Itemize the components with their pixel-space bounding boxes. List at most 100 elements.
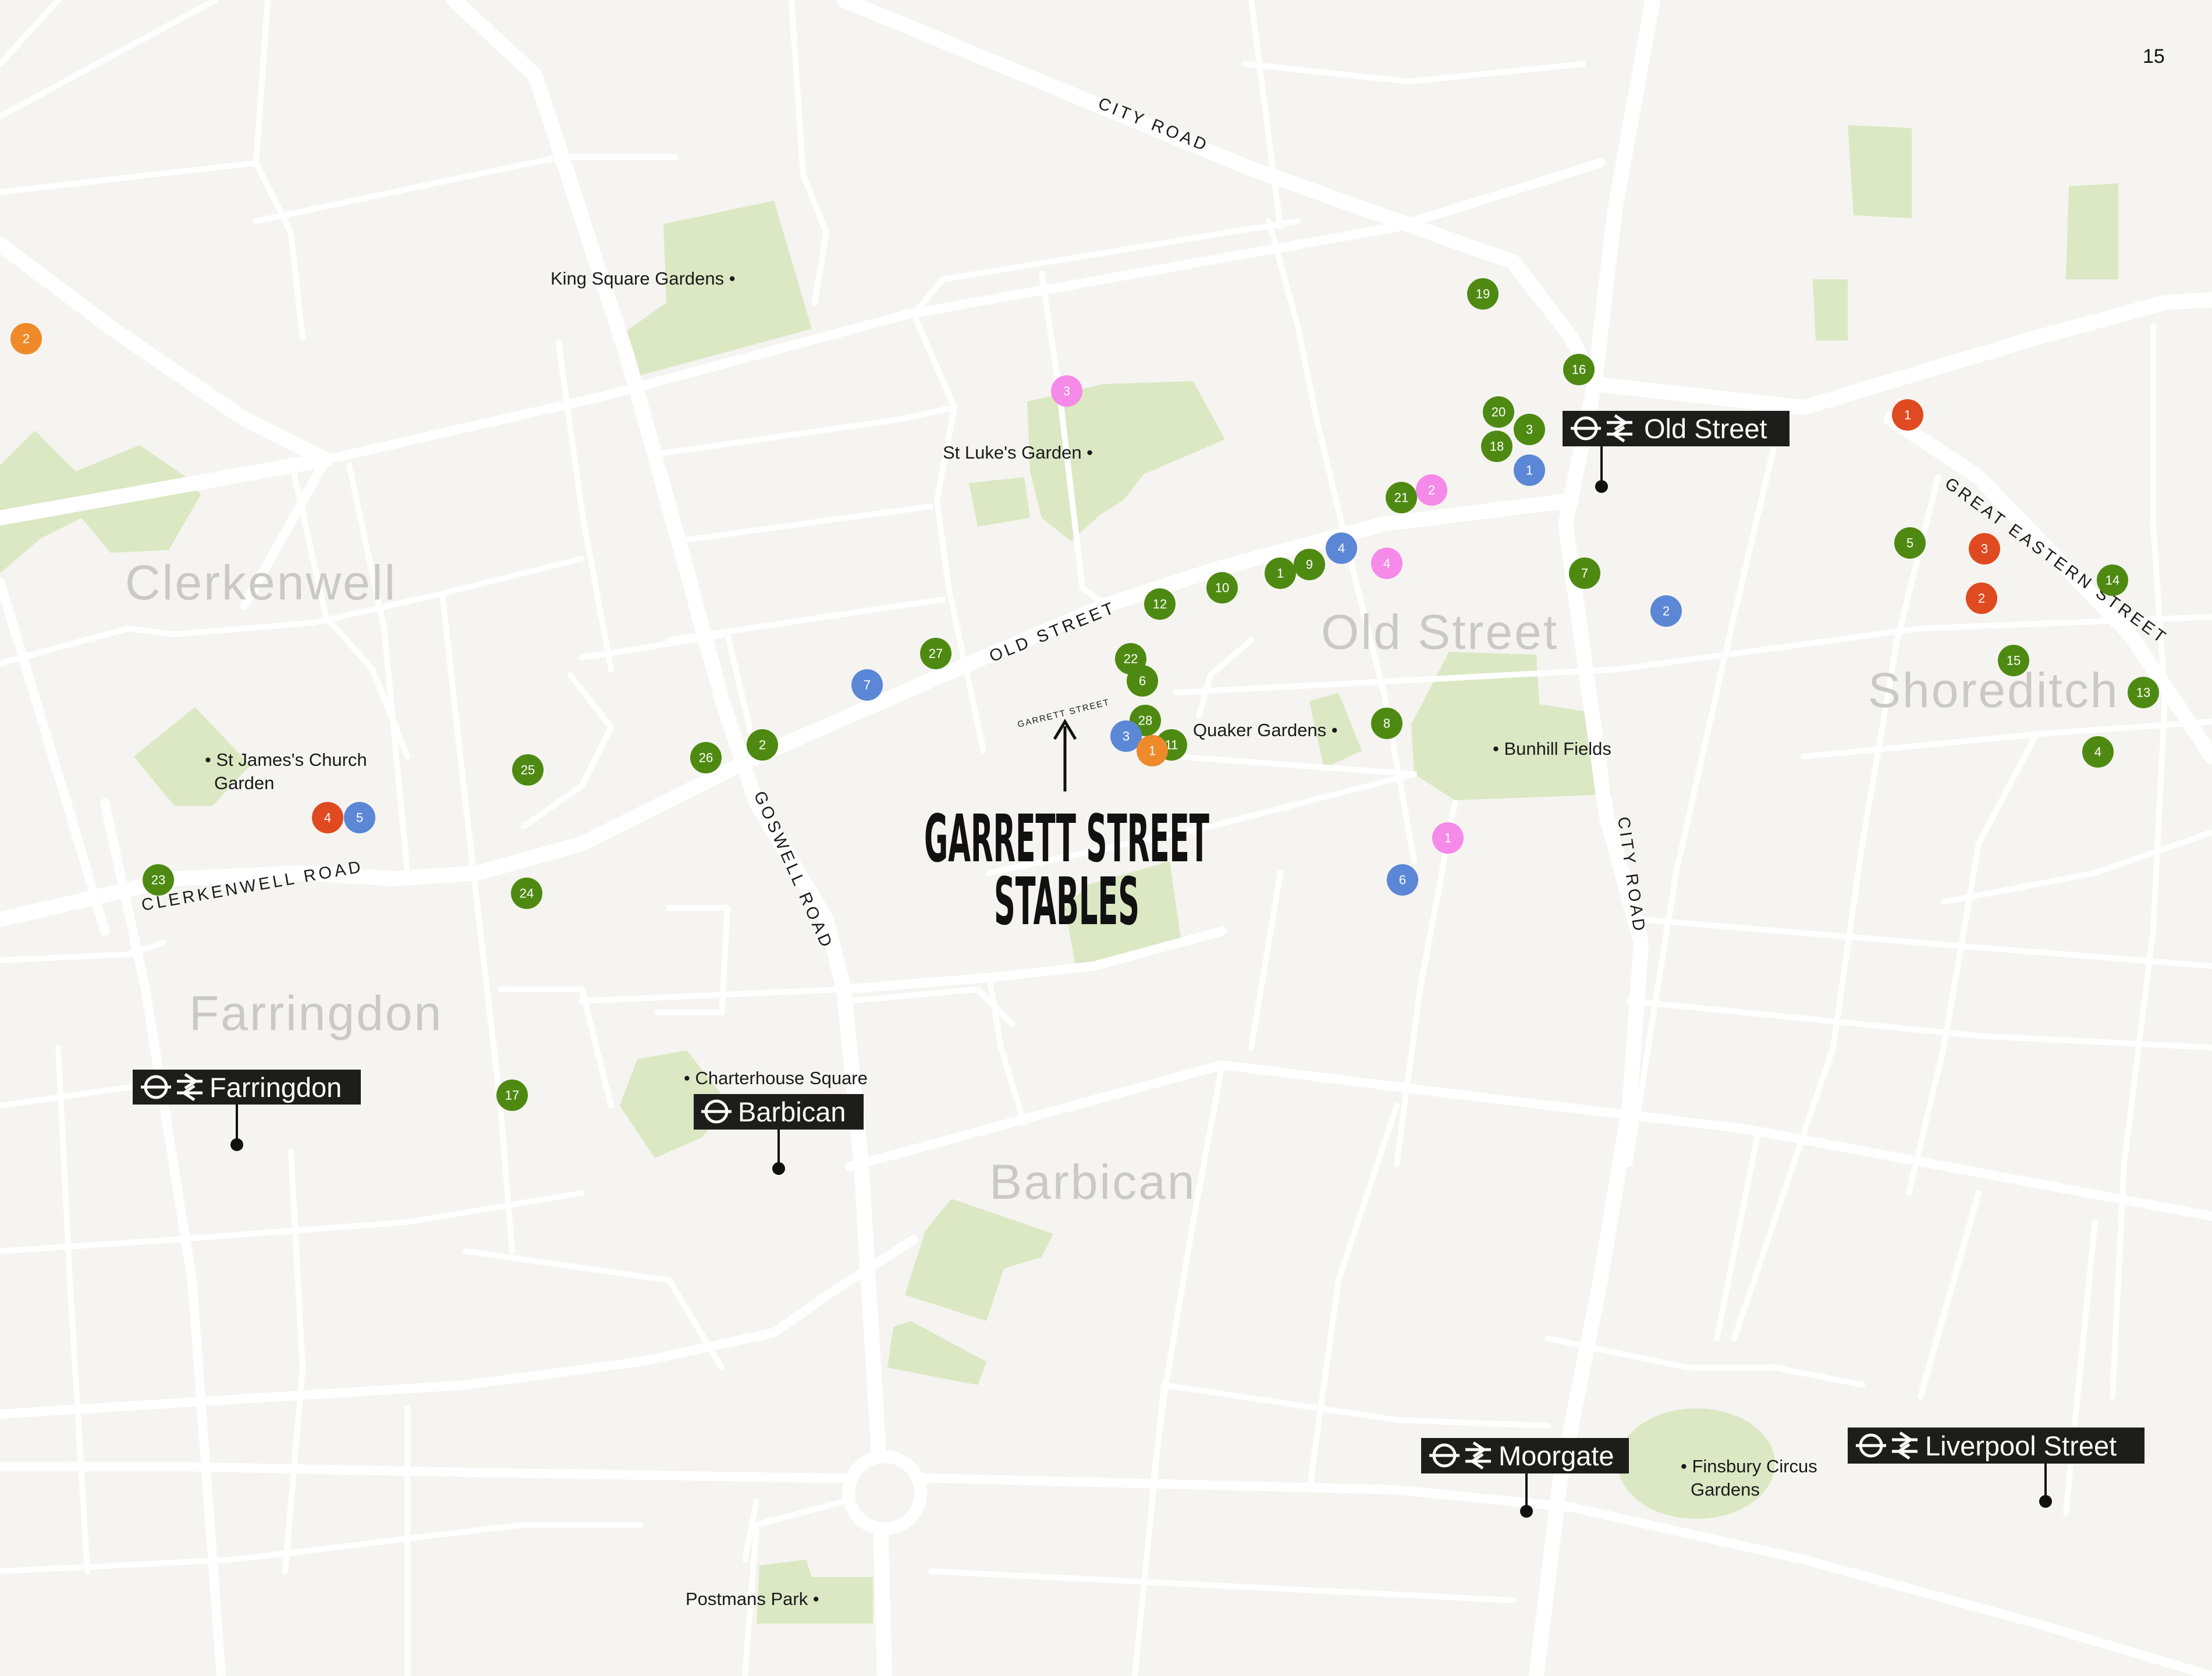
marker-green-14[interactable]: 14	[2097, 564, 2128, 596]
marker-green-7[interactable]: 7	[1569, 558, 1600, 589]
marker-dot	[1294, 549, 1325, 580]
park-label-charterhouse-square: • Charterhouse Square	[684, 1068, 868, 1088]
marker-blue-1[interactable]: 1	[1514, 454, 1545, 486]
marker-green-21[interactable]: 21	[1386, 482, 1417, 513]
marker-number: 21	[1394, 491, 1408, 505]
marker-dot	[1387, 864, 1418, 896]
marker-green-23[interactable]: 23	[143, 864, 174, 896]
marker-green-12[interactable]: 12	[1144, 588, 1176, 620]
marker-blue-2[interactable]: 2	[1650, 595, 1682, 627]
park-label-postmans-park: Postmans Park •	[686, 1589, 819, 1609]
marker-dot	[1371, 548, 1403, 579]
marker-green-1[interactable]: 1	[1265, 558, 1296, 589]
marker-pink-4[interactable]: 4	[1371, 548, 1403, 579]
marker-green-24[interactable]: 24	[511, 878, 542, 909]
marker-number: 28	[1138, 713, 1152, 728]
king-square-gardens-park	[626, 201, 812, 375]
marker-green-20[interactable]: 20	[1483, 396, 1514, 428]
marker-dot	[1892, 399, 1923, 431]
marker-dot	[1563, 354, 1595, 385]
marker-blue-5[interactable]: 5	[344, 802, 375, 833]
marker-green-27[interactable]: 27	[920, 638, 951, 669]
marker-dot	[1514, 414, 1545, 445]
marker-pink-2[interactable]: 2	[1416, 474, 1447, 506]
station-label-moorgate: Moorgate	[1499, 1440, 1614, 1471]
underground-icon	[701, 1099, 732, 1124]
marker-green-18[interactable]: 18	[1481, 431, 1512, 462]
marker-dot	[1966, 583, 1997, 614]
marker-red-1[interactable]: 1	[1892, 399, 1923, 431]
area-label-barbican: Barbican	[989, 1155, 1196, 1209]
marker-pink-1[interactable]: 1	[1432, 822, 1464, 854]
marker-number: 23	[151, 873, 165, 887]
station-old-street[interactable]: Old Street	[1563, 411, 1790, 493]
marker-red-2[interactable]: 2	[1966, 583, 1997, 614]
marker-dot	[1110, 720, 1142, 752]
marker-number: 3	[1063, 384, 1070, 399]
marker-green-13[interactable]: 13	[2128, 677, 2159, 708]
park-label-king-square-gardens: King Square Gardens •	[551, 268, 736, 289]
marker-blue-7[interactable]: 7	[851, 669, 883, 701]
station-farringdon[interactable]: Farringdon	[133, 1070, 361, 1151]
station-pin-moorgate	[1520, 1505, 1533, 1518]
marker-number: 26	[699, 751, 713, 765]
marker-dot	[1137, 735, 1168, 766]
marker-green-8[interactable]: 8	[1371, 708, 1403, 739]
marker-green-16[interactable]: 16	[1563, 354, 1595, 385]
marker-green-2[interactable]: 2	[747, 729, 778, 761]
marker-green-19[interactable]: 19	[1467, 278, 1499, 310]
marker-dot	[10, 323, 42, 354]
station-barbican[interactable]: Barbican	[694, 1094, 864, 1175]
marker-dot	[1115, 643, 1146, 674]
title-line-1: GARRETT STREET	[924, 801, 1209, 877]
marker-number: 25	[521, 763, 535, 777]
marker-red-3[interactable]: 3	[1969, 533, 2000, 564]
station-liverpool-street[interactable]: Liverpool Street	[1848, 1428, 2144, 1508]
marker-number: 14	[2106, 573, 2119, 588]
marker-green-9[interactable]: 9	[1294, 549, 1325, 580]
marker-green-26[interactable]: 26	[690, 742, 722, 773]
marker-blue-4[interactable]: 4	[1326, 532, 1357, 564]
marker-green-4[interactable]: 4	[2082, 736, 2114, 768]
marker-number: 3	[1123, 729, 1130, 744]
marker-green-3[interactable]: 3	[1514, 414, 1545, 445]
marker-pink-3[interactable]: 3	[1051, 375, 1082, 407]
station-pin-old-street	[1595, 480, 1608, 493]
marker-number: 5	[356, 811, 363, 825]
marker-number: 15	[2007, 654, 2021, 668]
marker-dot	[1051, 375, 1082, 407]
marker-green-15[interactable]: 15	[1998, 645, 2029, 676]
marker-red-4[interactable]: 4	[312, 802, 343, 833]
title-line-2: STABLES	[994, 864, 1139, 940]
marker-orange-2[interactable]: 2	[10, 323, 42, 354]
marker-green-22[interactable]: 22	[1115, 643, 1146, 674]
st-james-church-garden-park	[134, 707, 250, 806]
national-rail-icon	[1892, 1431, 1918, 1460]
marker-green-10[interactable]: 10	[1206, 572, 1238, 603]
marker-number: 18	[1490, 439, 1504, 454]
marker-dot	[851, 669, 883, 701]
marker-green-5[interactable]: 5	[1894, 527, 1926, 559]
marker-number: 4	[324, 811, 331, 825]
marker-number: 6	[1139, 674, 1146, 688]
marker-green-17[interactable]: 17	[496, 1080, 528, 1111]
marker-number: 1	[1904, 408, 1911, 422]
marker-dot	[2097, 564, 2128, 596]
marker-green-25[interactable]: 25	[512, 754, 544, 786]
marker-dot	[690, 742, 722, 773]
marker-blue-3[interactable]: 3	[1110, 720, 1142, 752]
marker-dot	[511, 878, 542, 909]
marker-number: 11	[1165, 738, 1178, 752]
marker-dot	[344, 802, 375, 833]
marker-number: 8	[1383, 716, 1390, 731]
marker-orange-1[interactable]: 1	[1137, 735, 1168, 766]
marker-number: 1	[1444, 831, 1451, 846]
marker-dot	[2082, 736, 2114, 768]
marker-number: 20	[1492, 405, 1506, 420]
marker-blue-6[interactable]: 6	[1387, 864, 1418, 896]
station-label-liverpool-street: Liverpool Street	[1925, 1430, 2117, 1461]
marker-dot	[1650, 595, 1682, 627]
station-moorgate[interactable]: Moorgate	[1421, 1438, 1629, 1518]
garrett-street-park	[1065, 861, 1181, 972]
